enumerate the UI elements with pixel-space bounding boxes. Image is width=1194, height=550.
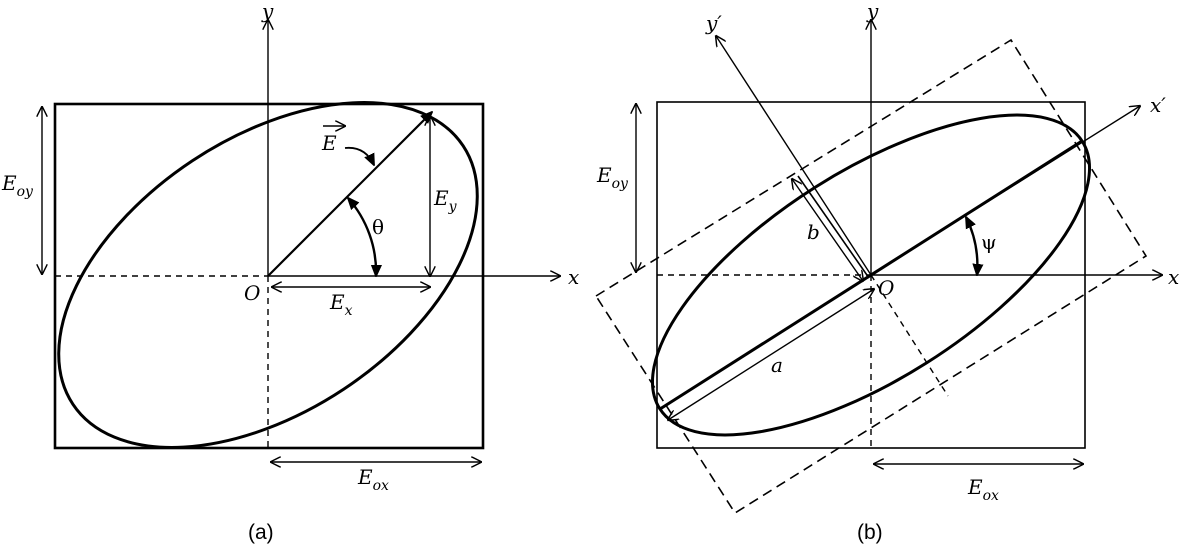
panel-b-a-label: a — [771, 353, 783, 377]
panel-a-E-text: E — [321, 131, 337, 155]
panel-a-Ex-label: Ex — [329, 290, 353, 319]
panel-a-theta-arc — [348, 198, 376, 276]
panel-b: y x y′ x′ O b a ψ Eoy Eox (b) — [594, 0, 1179, 544]
panel-a-Eox-label: Eox — [357, 465, 389, 494]
panel-a-Eoy-label: Eoy — [1, 171, 34, 200]
panel-b-Eox-main: E — [967, 475, 983, 499]
panel-b-Eox-label: Eox — [967, 475, 999, 504]
panel-a-Ey-main: E — [433, 186, 449, 210]
panel-b-x-label: x — [1168, 265, 1179, 289]
panel-a-Eox-main: E — [357, 465, 373, 489]
panel-b-psi-label: ψ — [981, 230, 997, 254]
panel-a-Ex-main: E — [329, 290, 345, 314]
panel-a-Eoy-sub: oy — [17, 184, 34, 200]
panel-b-Eoy-main: E — [596, 163, 612, 187]
panel-b-yprime-axis — [716, 36, 872, 276]
panel-b-a-arrow — [668, 289, 874, 420]
panel-b-psi-arc — [964, 217, 977, 275]
panel-b-b-label: b — [807, 220, 820, 244]
panel-b-caption: (b) — [857, 521, 883, 544]
panel-a-vector-E — [267, 112, 432, 277]
panel-a-theta-label: θ — [372, 215, 384, 239]
panel-b-Eox-sub: ox — [983, 488, 999, 504]
panel-a-Ey-sub: y — [448, 199, 458, 215]
panel-b-xprime-label: x′ — [1150, 93, 1166, 117]
panel-a-E-pointer — [344, 146, 374, 165]
panel-b-yprime-label: y′ — [705, 11, 722, 35]
panel-a-Eoy-main: E — [1, 171, 17, 195]
panel-a-Ex-sub: x — [345, 303, 353, 319]
panel-a-E-vector-label: E — [321, 126, 345, 155]
panel-b-Eoy-label: Eoy — [596, 163, 629, 192]
panel-a-origin-label: O — [244, 281, 260, 305]
panel-a-y-label: y — [261, 0, 274, 23]
panel-a-Ey-label: Ey — [433, 186, 458, 215]
panel-b-b-arrow — [792, 179, 863, 281]
panel-b-dashed-neg-yprime — [870, 274, 949, 397]
panel-a-x-label: x — [568, 265, 579, 289]
panel-a: y x O θ E Ey Ex Eoy Eox (a) — [1, 0, 579, 544]
panel-b-origin-label: O — [878, 276, 894, 300]
panel-b-Eoy-sub: oy — [612, 176, 629, 192]
panel-b-rotated-dashed-box — [594, 38, 1148, 515]
panel-a-Eox-sub: ox — [373, 478, 389, 494]
panel-a-caption: (a) — [248, 521, 274, 544]
panel-a-polarization-ellipse — [57, 101, 479, 449]
panel-b-y-label: y — [866, 0, 879, 23]
panel-b-b-arrow-inner — [797, 175, 870, 279]
